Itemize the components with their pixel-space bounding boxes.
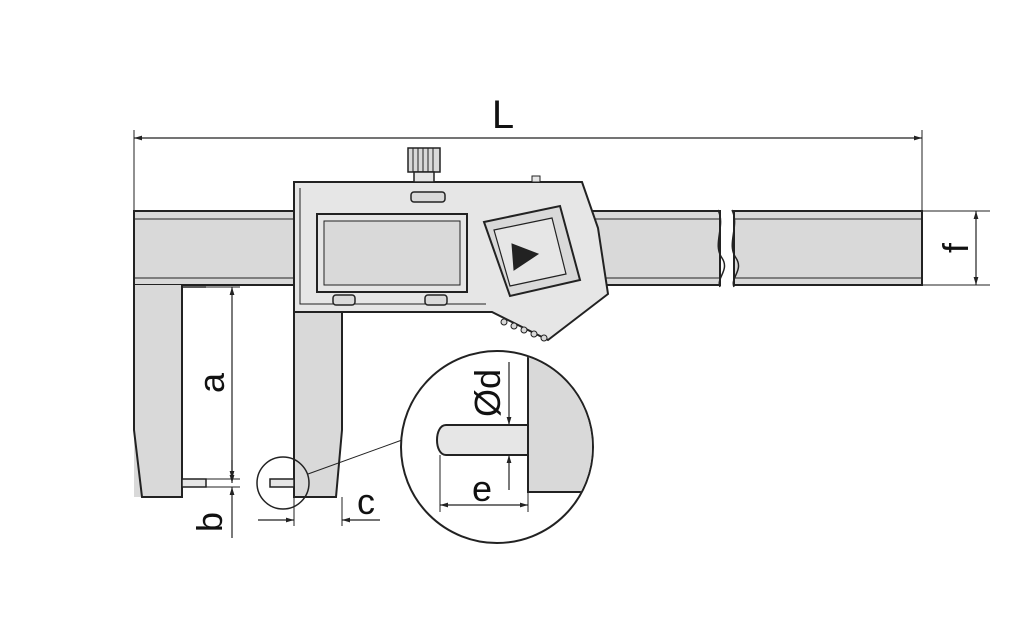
label-d: Ød xyxy=(467,369,508,417)
fixed-jaw xyxy=(133,285,207,498)
label-f: f xyxy=(935,242,976,253)
label-b: b xyxy=(189,512,230,532)
lcd-display xyxy=(316,213,468,293)
dimension-c: c xyxy=(258,481,380,526)
detail-marker-circle xyxy=(256,439,403,510)
top-button xyxy=(410,191,446,203)
dimension-e: e xyxy=(439,455,529,512)
right-button xyxy=(424,294,448,306)
play-triangle-icon xyxy=(482,204,582,298)
label-c: c xyxy=(357,481,375,522)
dimension-L: L xyxy=(133,93,923,210)
label-e: e xyxy=(472,468,492,509)
label-a: a xyxy=(191,372,232,393)
slider-head xyxy=(293,147,610,342)
thumb-wheel xyxy=(407,147,441,183)
left-button xyxy=(332,294,356,306)
dimension-d: Ød xyxy=(467,362,512,490)
dimension-b: b xyxy=(189,460,240,538)
connector-pins xyxy=(500,318,548,342)
dimension-a: a xyxy=(191,286,240,483)
magnified-detail xyxy=(400,350,594,544)
dimension-f: f xyxy=(922,210,990,286)
movable-jaw xyxy=(293,311,343,498)
label-L: L xyxy=(492,93,514,137)
